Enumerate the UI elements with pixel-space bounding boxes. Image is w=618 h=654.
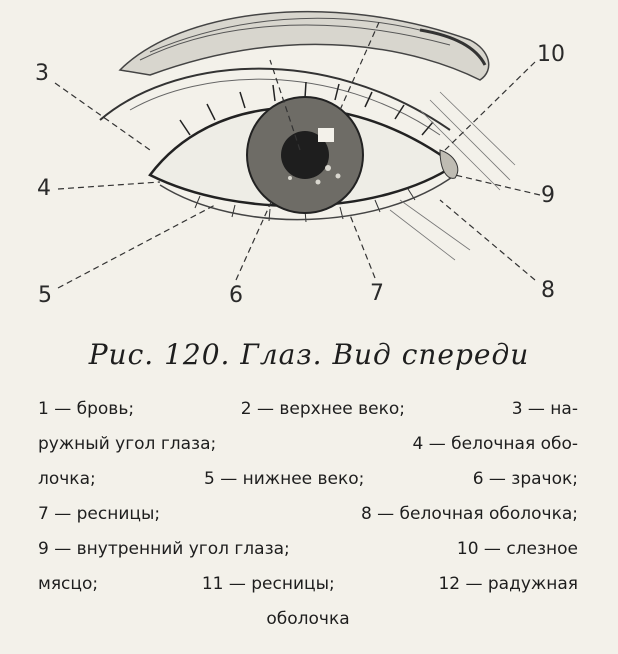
legend-item: 9 — внутренний угол глаза; (38, 539, 290, 559)
callout-8: 8 (541, 278, 555, 303)
legend-item: 10 — слезное (456, 539, 578, 559)
callout-7: 7 (370, 281, 384, 306)
legend-item: 2 — верхнее веко; (240, 399, 406, 419)
callout-6: 6 (229, 283, 243, 308)
legend-item: ружный угол глаза; (38, 434, 217, 454)
legend-item: 8 — белочная оболочка; (360, 504, 578, 524)
legend-item: оболочка (266, 609, 350, 629)
legend-item: 1 — бровь; (38, 399, 135, 419)
callout-4: 4 (37, 176, 51, 201)
legend-item: 11 — ресницы; (201, 574, 335, 594)
legend-line: ружный угол глаза; 4 — белочная обо- (38, 427, 578, 462)
callout-10: 10 (537, 42, 565, 67)
legend-line: оболочка (38, 602, 578, 637)
legend-line: мясцо; 11 — ресницы; 12 — радужная (38, 567, 578, 602)
legend-line: 7 — ресницы; 8 — белочная оболочка; (38, 497, 578, 532)
legend-item: 6 — зрачок; (472, 469, 578, 489)
legend-item: 7 — ресницы; (38, 504, 161, 524)
eye-illustration (54, 10, 541, 289)
legend-line: 9 — внутренний угол глаза; 10 — слезное (38, 532, 578, 567)
callout-3: 3 (35, 61, 49, 86)
legend-line: лочка; 5 — нижнее веко; 6 — зрачок; (38, 462, 578, 497)
legend-item: 5 — нижнее веко; (204, 469, 365, 489)
legend-item: мясцо; (38, 574, 99, 594)
eye-figure: 3 4 5 6 7 8 9 10 (35, 10, 565, 308)
legend-item: 12 — радужная (438, 574, 578, 594)
callout-5: 5 (38, 283, 52, 308)
legend-item: лочка; (38, 469, 96, 489)
callout-9: 9 (541, 183, 555, 208)
legend-item: 3 — на- (511, 399, 578, 419)
figure-caption: Рис. 120. Глаз. Вид спереди (88, 338, 530, 371)
legend-line: 1 — бровь; 2 — верхнее веко; 3 — на- (38, 392, 578, 427)
legend-item: 4 — белочная обо- (412, 434, 578, 454)
legend: 1 — бровь; 2 — верхнее веко; 3 — на- руж… (38, 392, 578, 637)
